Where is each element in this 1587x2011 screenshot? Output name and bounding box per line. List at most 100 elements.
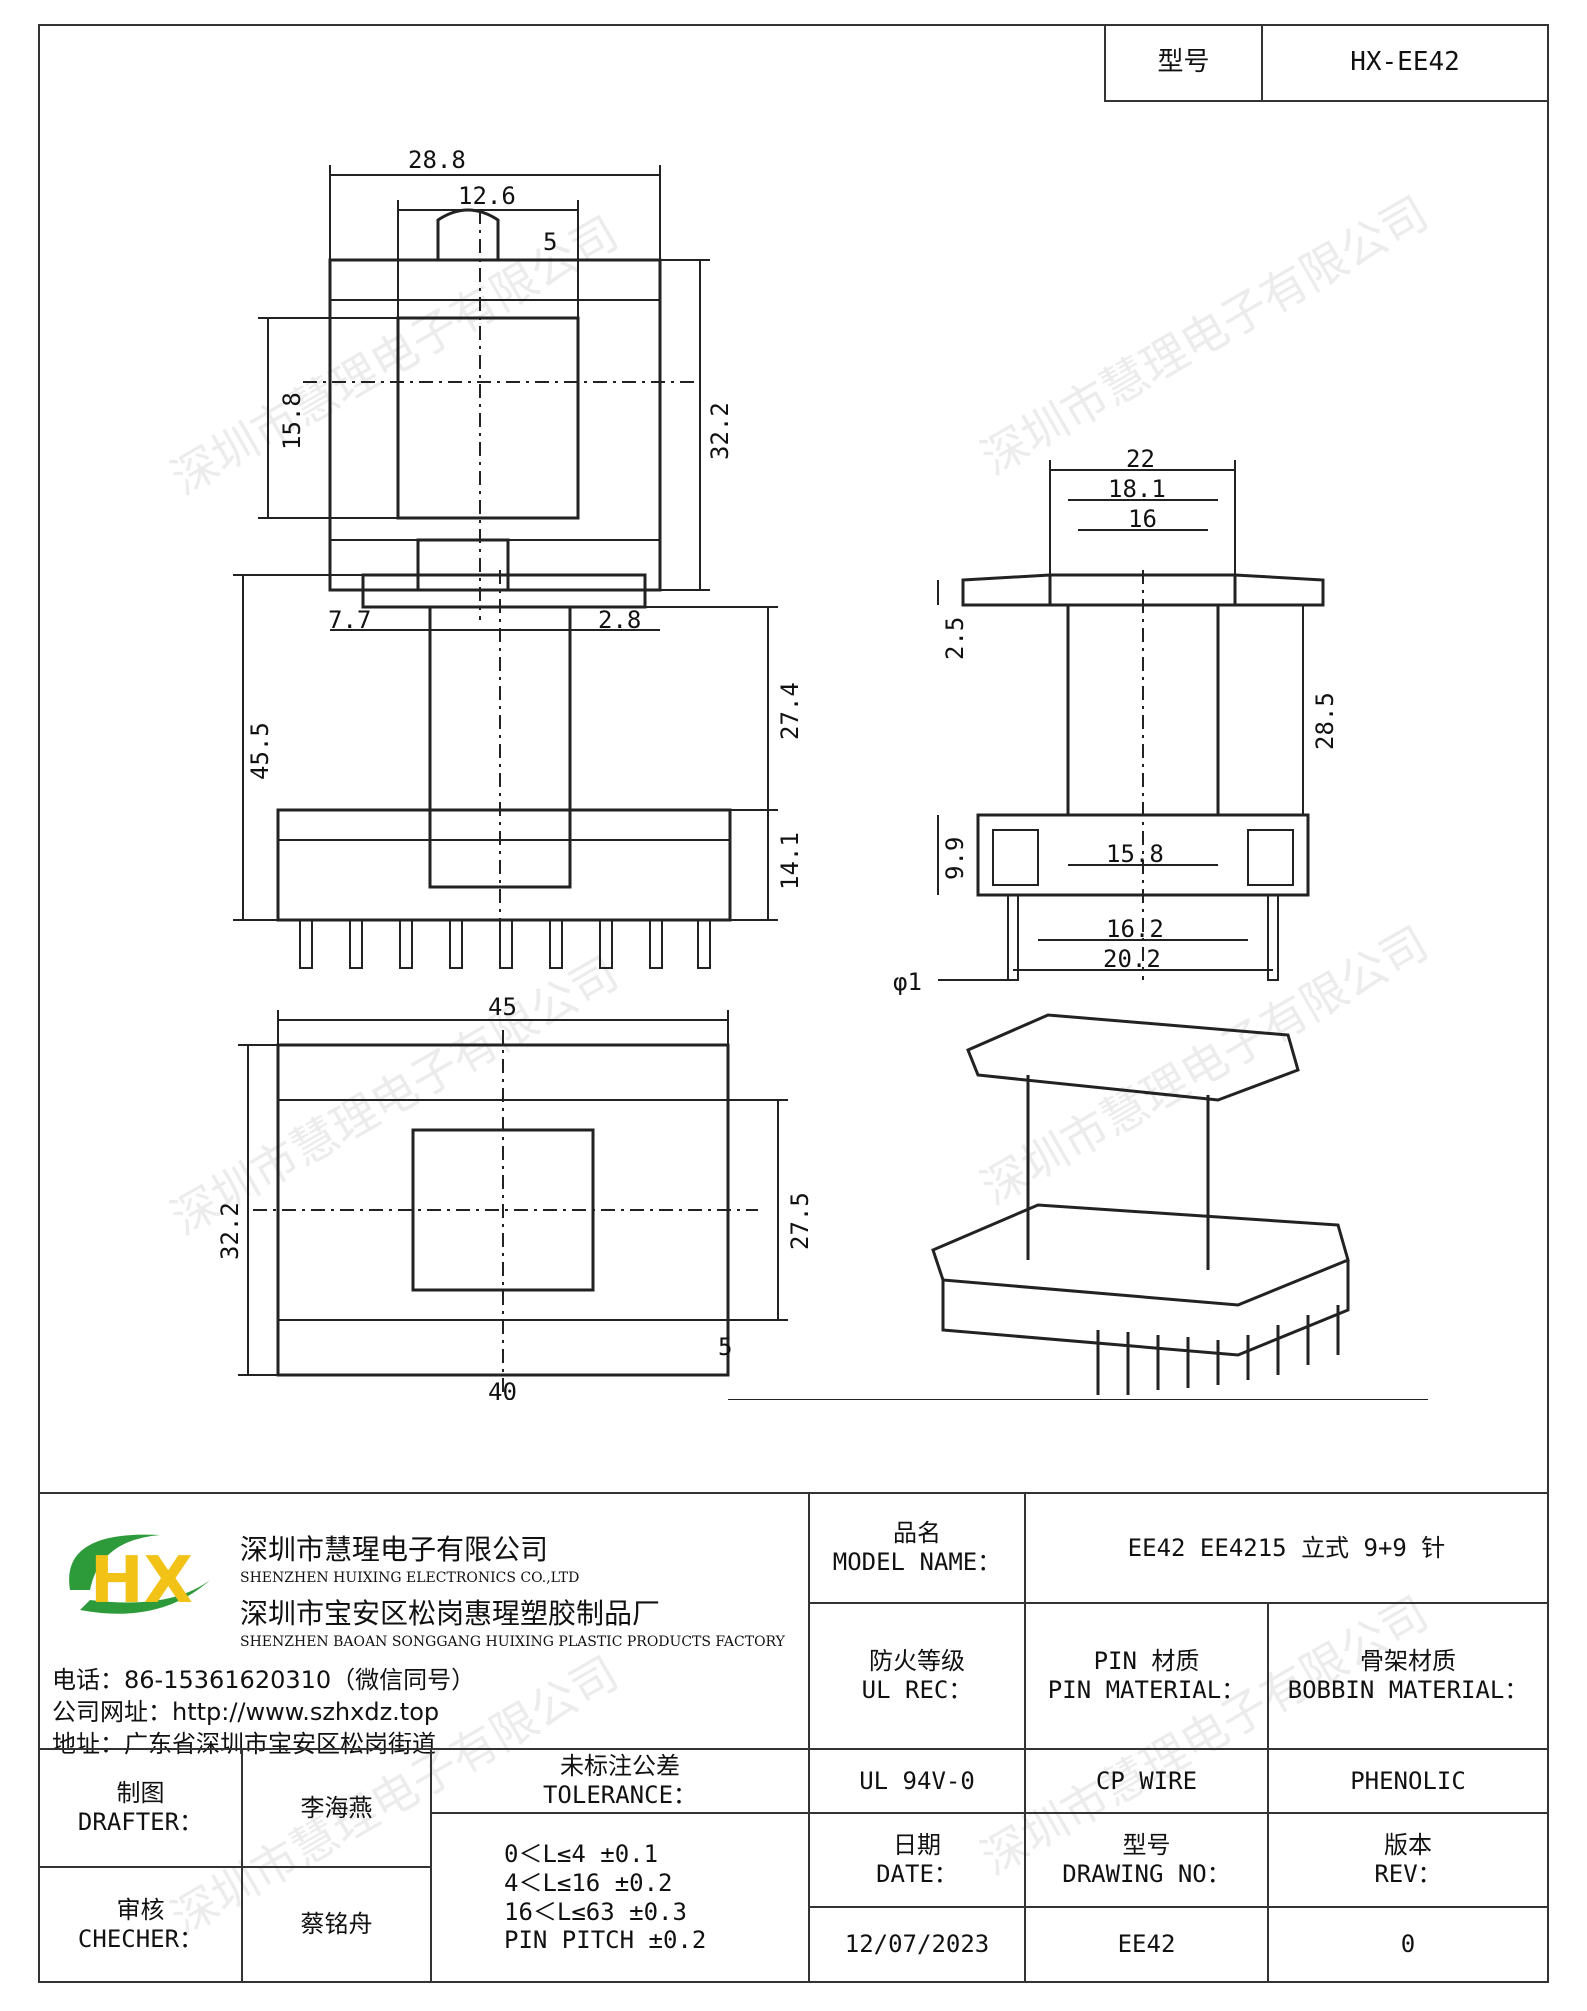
- date-label-cn: 日期: [893, 1831, 941, 1860]
- dim-side-top-width: 22: [1126, 445, 1155, 473]
- side-view-pin: [1007, 894, 1019, 981]
- bobbin-material-value: PHENOLIC: [1267, 1748, 1549, 1814]
- dim-side-pin-span: 16.2: [1106, 915, 1164, 943]
- dim-bottom-width: 45: [488, 993, 517, 1021]
- drawing-no-value-text: EE42: [1117, 1930, 1176, 1959]
- tolerance-values: 0＜L≤4 ±0.1 4＜L≤16 ±0.2 16＜L≤63 ±0.3 PIN …: [430, 1812, 810, 1983]
- company-website: 公司网址：http://www.szhxdz.top: [52, 1698, 440, 1726]
- drawing-no-label: 型号 DRAWING NO：: [1024, 1812, 1269, 1908]
- bottom-view: 45 32.2 27.5 40 5: [216, 993, 814, 1400]
- fire-rating-label: 防火等级 UL REC：: [808, 1602, 1026, 1750]
- company-name-en: SHENZHEN HUIXING ELECTRONICS CO.,LTD: [240, 1570, 580, 1586]
- pin-material-label-en: PIN MATERIAL：: [1047, 1676, 1246, 1704]
- pin-material-value: CP WIRE: [1024, 1748, 1269, 1814]
- model-name-value: EE42 EE4215 立式 9+9 针: [1024, 1492, 1549, 1604]
- dim-side-outer-span: 20.2: [1103, 945, 1161, 973]
- dim-top-core-height: 15.8: [278, 392, 306, 450]
- tolerance-line: PIN PITCH ±0.2: [504, 1926, 707, 1955]
- date-value-text: 12/07/2023: [844, 1930, 990, 1959]
- isometric-pins: [1096, 1305, 1340, 1395]
- pin-material-label-cn: PIN 材质: [1093, 1647, 1200, 1676]
- title-block-top-border: [38, 1492, 1549, 1494]
- dim-side-inner-base: 15.8: [1106, 840, 1164, 868]
- fire-rating-label-cn: 防火等级: [869, 1647, 965, 1676]
- tolerance-label: 未标注公差 TOLERANCE：: [430, 1748, 810, 1814]
- side-view-pin: [1267, 894, 1279, 981]
- drafter-label: 制图 DRAFTER：: [38, 1748, 243, 1868]
- dim-top-core-width: 12.6: [458, 182, 516, 210]
- drawing-no-label-en: DRAWING NO：: [1062, 1860, 1231, 1888]
- rev-label-cn: 版本: [1384, 1831, 1432, 1860]
- rev-label-en: REV：: [1374, 1860, 1442, 1888]
- dim-side-pin-dia: φ1: [893, 968, 922, 996]
- drafter-value: 李海燕: [241, 1748, 432, 1868]
- drafter-value-text: 李海燕: [300, 1793, 373, 1822]
- company-logo: HX: [69, 1534, 210, 1618]
- dim-side-flange: 2.5: [941, 617, 969, 660]
- dim-side-mid-width: 18.1: [1108, 475, 1166, 503]
- drawing-no-value: EE42: [1024, 1906, 1269, 1983]
- header-model-value-text: HX-EE42: [1350, 47, 1460, 78]
- dim-top-right-offset: 2.8: [598, 606, 641, 634]
- rev-value: 0: [1267, 1906, 1549, 1983]
- tolerance-label-en: TOLERANCE：: [542, 1781, 698, 1809]
- front-view: 45.5 27.4 14.1: [233, 570, 804, 969]
- tolerance-line: 16＜L≤63 ±0.3: [504, 1897, 687, 1926]
- dim-top-left-offset: 7.7: [328, 606, 371, 634]
- date-value: 12/07/2023: [808, 1906, 1026, 1983]
- factory-name-cn: 深圳市宝安区松岗惠瑆塑胶制品厂: [240, 1597, 661, 1630]
- model-name-value-text: EE42 EE4215 立式 9+9 针: [1127, 1533, 1446, 1562]
- company-name-cn: 深圳市慧瑆电子有限公司: [240, 1533, 549, 1566]
- dim-side-base: 9.9: [941, 837, 969, 880]
- dim-bottom-height: 32.2: [216, 1202, 244, 1260]
- rev-label: 版本 REV：: [1267, 1812, 1549, 1908]
- top-view-core-window: [396, 316, 580, 520]
- checker-label-cn: 审核: [116, 1895, 165, 1924]
- bobbin-material-label-en: BOBBIN MATERIAL：: [1287, 1676, 1529, 1704]
- dim-top-slot: 5: [543, 228, 557, 256]
- drafter-label-en: DRAFTER：: [77, 1808, 204, 1836]
- date-label-en: DATE：: [876, 1860, 958, 1888]
- pin-material-value-text: CP WIRE: [1095, 1766, 1198, 1795]
- header-model-label-text: 型号: [1157, 47, 1210, 78]
- rev-value-text: 0: [1400, 1930, 1416, 1959]
- model-name-label-en: MODEL NAME：: [832, 1548, 1002, 1576]
- dim-front-height: 45.5: [246, 722, 274, 780]
- dim-side-height: 28.5: [1311, 692, 1339, 750]
- front-view-base: [276, 808, 732, 922]
- dim-top-height: 32.2: [706, 402, 734, 460]
- factory-name-en: SHENZHEN BAOAN SONGGANG HUIXING PLASTIC …: [240, 1634, 785, 1650]
- dim-bottom-pin-span: 40: [488, 1378, 517, 1400]
- tolerance-line: 4＜L≤16 ±0.2: [504, 1868, 673, 1897]
- fire-rating-value: UL 94V-0: [808, 1748, 1026, 1814]
- dim-top-width: 28.8: [408, 146, 466, 174]
- front-view-pins: [299, 919, 711, 969]
- side-view-base: [976, 813, 1310, 897]
- fire-rating-value-text: UL 94V-0: [859, 1766, 975, 1795]
- dim-bottom-edge: 5: [718, 1333, 732, 1361]
- isometric-view: [728, 1013, 1428, 1400]
- header-model-value: HX-EE42: [1261, 24, 1549, 102]
- dim-front-base-height: 14.1: [776, 832, 804, 890]
- side-view: 22 18.1 16 2.5 28.5 9.9 15.8 16.2 20.2 φ…: [893, 445, 1339, 996]
- checker-value-text: 蔡铭舟: [300, 1910, 373, 1939]
- dim-bottom-pin-row: 27.5: [786, 1192, 814, 1250]
- dim-side-inner-width: 16: [1128, 505, 1157, 533]
- checker-label-en: CHECHER：: [77, 1924, 204, 1953]
- date-label: 日期 DATE：: [808, 1812, 1026, 1908]
- tolerance-label-cn: 未标注公差: [560, 1752, 680, 1781]
- top-view: 28.8 12.6 5 15.8 32.2 7.7 2.8: [258, 146, 734, 634]
- drafter-label-cn: 制图: [116, 1779, 165, 1808]
- model-name-label-cn: 品名: [893, 1519, 941, 1548]
- header-model-label: 型号: [1104, 24, 1263, 102]
- model-name-label: 品名 MODEL NAME：: [808, 1492, 1026, 1604]
- bobbin-material-value-text: PHENOLIC: [1350, 1766, 1466, 1795]
- drawing-no-label-cn: 型号: [1122, 1831, 1171, 1860]
- bobbin-material-label-cn: 骨架材质: [1360, 1647, 1456, 1676]
- checker-value: 蔡铭舟: [241, 1866, 432, 1983]
- dim-front-tube-height: 27.4: [776, 682, 804, 740]
- tolerance-line: 0＜L≤4 ±0.1: [504, 1839, 659, 1868]
- technical-drawing: 28.8 12.6 5 15.8 32.2 7.7 2.8: [216, 146, 1428, 1400]
- svg-text:HX: HX: [90, 1544, 193, 1618]
- company-address: 地址：广东省深圳市宝安区松岗街道: [52, 1730, 436, 1758]
